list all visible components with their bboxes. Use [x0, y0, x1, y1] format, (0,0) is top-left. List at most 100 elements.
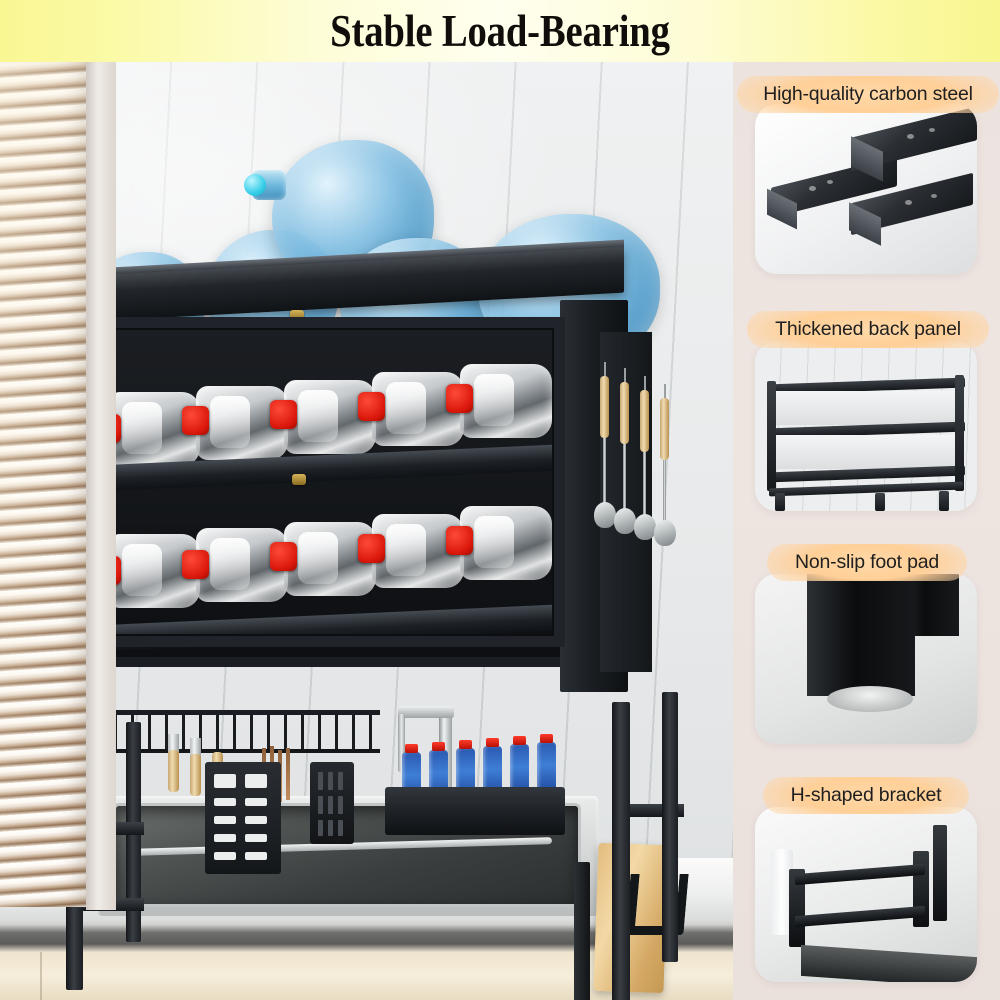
knife-slot: [214, 798, 236, 806]
utensil-head: [654, 520, 676, 546]
feature-card-foot-pad: Non-slip foot pad: [733, 532, 1000, 765]
rack-cabinet-frame: [62, 317, 565, 647]
utensil-handle: [660, 398, 669, 460]
panel-sheet: [771, 435, 961, 469]
feature-label-h-bracket: H-shaped bracket: [763, 777, 969, 814]
knife-handle: [168, 750, 179, 792]
water-droplet: [931, 194, 937, 198]
water-droplet: [929, 128, 935, 132]
rack-knob: [292, 474, 306, 485]
bottle-cap: [358, 534, 385, 563]
holder-vent: [328, 820, 333, 836]
holder-vent: [338, 820, 343, 836]
cutting-board-holder-clip: [625, 874, 689, 935]
bottle-cap: [182, 550, 209, 579]
utensil-handle: [600, 376, 609, 438]
bottle-tray: [385, 787, 565, 835]
bottle-cap: [446, 384, 473, 413]
knife-block: [205, 762, 281, 874]
chopstick-holder: [310, 762, 354, 844]
panel-foot: [939, 491, 949, 511]
feature-label-foot-pad: Non-slip foot pad: [767, 544, 967, 581]
bottle-cap: [270, 542, 297, 571]
rack-leg-front: [807, 574, 915, 696]
knife-slot: [245, 852, 267, 860]
title-banner: Stable Load-Bearing: [0, 0, 1000, 62]
knife-slot: [214, 834, 236, 842]
panel-foot: [875, 493, 885, 511]
utensil-head: [614, 508, 636, 534]
feature-photo-foot-pad: [755, 574, 977, 744]
knife-slot: [245, 816, 267, 824]
page-title: Stable Load-Bearing: [330, 5, 670, 56]
panel-left-post: [767, 381, 776, 491]
utensil-hook: [644, 376, 646, 392]
feature-label-back-panel: Thickened back panel: [747, 311, 989, 348]
holder-vent: [328, 772, 333, 790]
hero-product-photo: [0, 62, 733, 1000]
rack-leg-rear-right: [662, 692, 678, 962]
chopsticks: [286, 748, 290, 800]
feature-card-carbon-steel: High-quality carbon steel: [733, 62, 1000, 299]
faucet-spout: [398, 714, 405, 772]
cabinet-seam: [40, 952, 42, 1000]
feature-label-carbon-steel: High-quality carbon steel: [737, 76, 999, 113]
non-slip-foot-pad: [827, 686, 913, 712]
utensil-hook: [604, 362, 606, 378]
holder-vent: [318, 772, 323, 790]
cutting-board-holder: [574, 862, 590, 1000]
knife-slot: [245, 774, 267, 788]
h-bracket-rear-post: [933, 825, 947, 921]
utensil-handle: [640, 390, 649, 452]
knife-slot: [214, 816, 236, 824]
window-frame: [86, 62, 116, 910]
utensil-hook: [664, 384, 666, 400]
beverage-bottle-cap: [459, 740, 472, 749]
holder-vent: [328, 796, 333, 814]
beverage-bottle-cap: [432, 742, 445, 751]
water-droplet: [905, 200, 912, 205]
h-bracket-left-post: [789, 869, 805, 947]
knife-slot: [214, 852, 236, 860]
feature-photo-h-bracket: [755, 807, 977, 982]
utensil-handle: [620, 382, 629, 444]
water-droplet: [809, 186, 816, 191]
feature-photo-back-panel: [755, 341, 977, 511]
feature-photo-carbon-steel: [755, 104, 977, 274]
rack-knob: [290, 310, 304, 321]
knife-handle: [190, 754, 201, 796]
panel-foot: [775, 493, 785, 511]
under-shelf-basket: [80, 710, 380, 753]
stored-water-bottle: [460, 364, 552, 438]
utensil-rod: [603, 438, 606, 506]
bottle-cap: [358, 392, 385, 421]
water-droplet: [907, 134, 914, 139]
utensil-head: [634, 514, 656, 540]
utensil-hook: [624, 368, 626, 384]
panel-right-post: [955, 375, 964, 491]
holder-vent: [338, 796, 343, 814]
stored-water-bottle: [460, 506, 552, 580]
utensil-head: [594, 502, 616, 528]
faucet-arm: [398, 706, 454, 718]
holder-vent: [318, 796, 323, 814]
soap-bottle: [771, 849, 793, 935]
rack-leg-front-right: [612, 702, 630, 1000]
bottle-cap: [182, 406, 209, 435]
feature-callout-column: High-quality carbon steel Thickened back…: [733, 62, 1000, 1000]
beverage-bottle-cap: [540, 734, 553, 743]
bottle-cap: [270, 400, 297, 429]
knife-slot: [245, 834, 267, 842]
knife-slot: [214, 774, 236, 788]
beverage-bottle-cap: [486, 738, 499, 747]
utensil-rod: [623, 444, 626, 512]
utensil-rod: [663, 460, 666, 524]
holder-vent: [338, 772, 343, 790]
knife-slot: [245, 798, 267, 806]
beverage-bottle-cap: [513, 736, 526, 745]
feature-card-back-panel: Thickened back panel: [733, 299, 1000, 532]
beverage-bottle-cap: [405, 744, 418, 753]
holder-vent: [318, 820, 323, 836]
bottle-cap: [446, 526, 473, 555]
